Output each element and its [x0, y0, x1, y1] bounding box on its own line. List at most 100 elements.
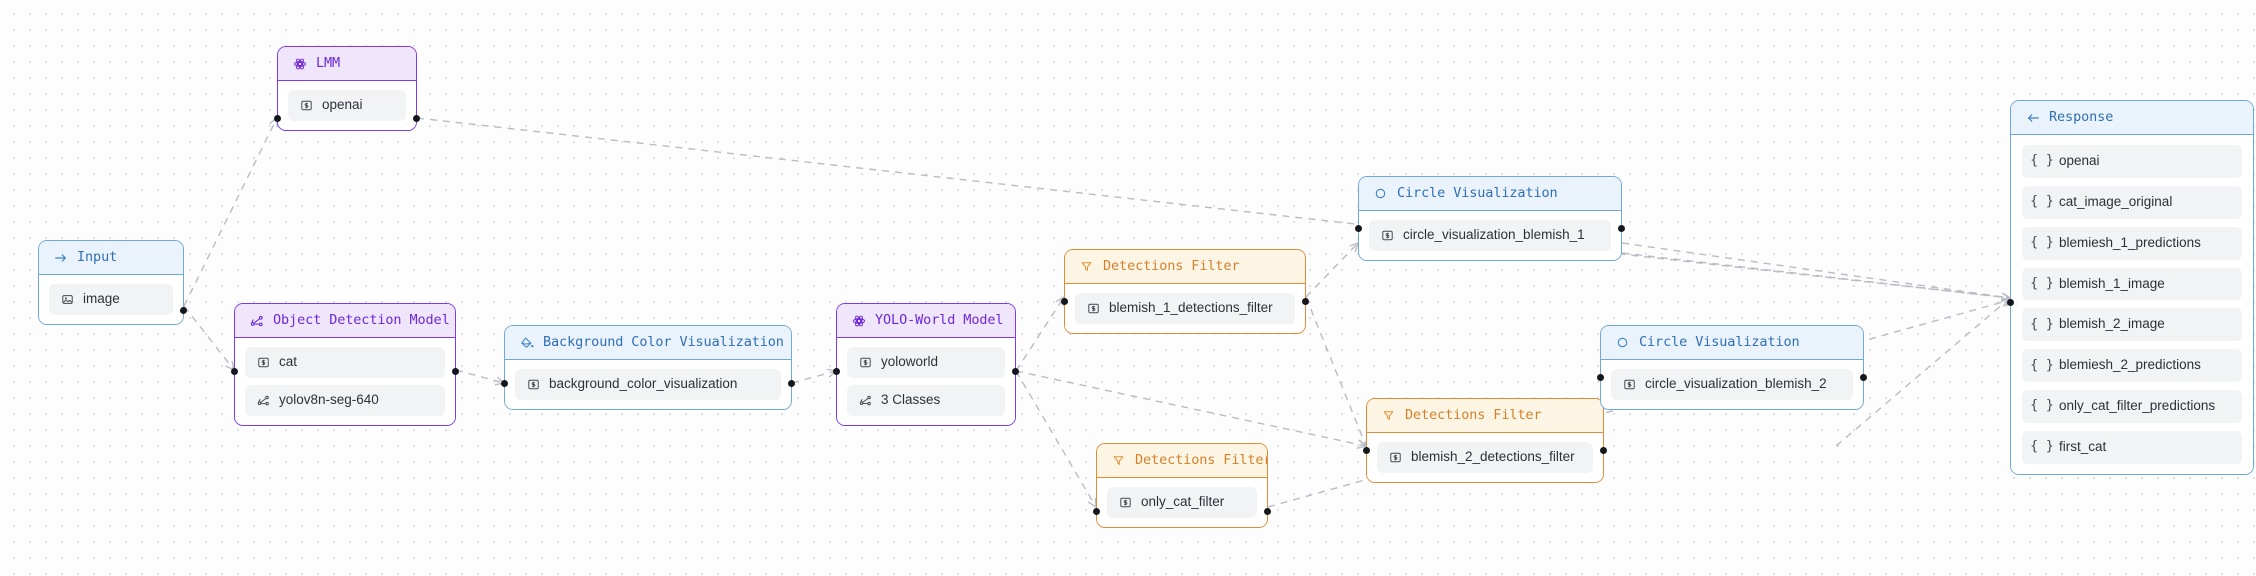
- node-cv1-body: circle_visualization_blemish_1: [1359, 211, 1621, 260]
- row-blemish-2-image[interactable]: { } blemish_2_image: [2022, 308, 2242, 342]
- braces-icon: { }: [2030, 316, 2054, 332]
- row-circle-visualization-blemish-2[interactable]: circle_visualization_blemish_2: [1611, 369, 1853, 400]
- node-circle-visualization-1[interactable]: Circle Visualization circle_visualizatio…: [1355, 176, 1625, 261]
- row-background-color-visualization-label: background_color_visualization: [549, 376, 738, 391]
- row-only-cat-filter[interactable]: only_cat_filter: [1107, 487, 1257, 518]
- atom-icon: [292, 56, 307, 71]
- node-cv1-header: Circle Visualization: [1359, 177, 1621, 211]
- port-cv1-out[interactable]: [1618, 225, 1625, 232]
- node-df3-title: Detections Filter: [1135, 451, 1267, 468]
- braces-icon: { }: [2030, 153, 2054, 169]
- edge-filter1-to-circleviz1: [1305, 243, 1358, 298]
- block-icon: [1118, 495, 1132, 509]
- row-yolov8n[interactable]: yolov8n-seg-640: [245, 384, 445, 416]
- node-df3-header: Detections Filter: [1097, 444, 1267, 478]
- port-odm-in[interactable]: [231, 368, 238, 375]
- funnel-icon: [1381, 408, 1396, 423]
- node-lmm-body: openai: [278, 81, 416, 130]
- port-response-in[interactable]: [2007, 299, 2014, 306]
- port-lmm-out[interactable]: [413, 115, 420, 122]
- row-3-classes[interactable]: 3 Classes: [847, 384, 1005, 416]
- row-openai-label: openai: [2059, 153, 2100, 168]
- edge-input-to-lmm: [183, 118, 277, 307]
- block-icon: [1086, 301, 1100, 315]
- row-blemiesh-2-predictions-label: blemiesh_2_predictions: [2059, 357, 2201, 373]
- row-first-cat[interactable]: { } first_cat: [2022, 430, 2242, 464]
- circle-icon: [1373, 186, 1388, 201]
- row-cat-label: cat: [279, 354, 298, 369]
- paint-bucket-icon: [519, 335, 534, 350]
- edge-filter1-to-filter2: [1305, 296, 1366, 446]
- port-df2-in[interactable]: [1363, 447, 1370, 454]
- node-cv2-body: circle_visualization_blemish_2: [1601, 360, 1863, 409]
- port-cv2-out[interactable]: [1860, 374, 1867, 381]
- block-icon: [299, 98, 313, 112]
- node-lmm-header: LMM: [278, 47, 416, 81]
- row-cat-image-original-label: cat_image_original: [2059, 193, 2173, 209]
- node-response-header: Response: [2011, 101, 2253, 135]
- atom-icon: [851, 313, 866, 328]
- arrow-right-icon: [53, 250, 68, 265]
- row-image[interactable]: image: [49, 284, 173, 315]
- port-df2-out[interactable]: [1600, 447, 1607, 454]
- row-only-cat-filter-predictions[interactable]: { } only_cat_filter_predictions: [2022, 390, 2242, 423]
- node-bgviz-header: Background Color Visualization: [505, 326, 791, 360]
- row-blemish-1-detections-filter-label: blemish_1_detections_filter: [1109, 300, 1273, 315]
- row-circle-visualization-blemish-1[interactable]: circle_visualization_blemish_1: [1369, 220, 1611, 251]
- port-bgviz-out[interactable]: [788, 380, 795, 387]
- row-circle-visualization-blemish-1-label: circle_visualization_blemish_1: [1403, 227, 1585, 242]
- node-object-detection-model[interactable]: Object Detection Model cat yolov8n-seg-6…: [231, 303, 459, 426]
- row-only-cat-filter-predictions-label: only_cat_filter_predictions: [2059, 398, 2216, 414]
- node-detections-filter-3[interactable]: Detections Filter only_cat_filter: [1093, 443, 1271, 528]
- block-icon: [1622, 377, 1636, 391]
- block-icon: [1380, 228, 1394, 242]
- row-blemish-1-detections-filter[interactable]: blemish_1_detections_filter: [1075, 293, 1295, 324]
- node-yolo-body: yoloworld 3 Classes: [837, 338, 1015, 425]
- circle-icon: [1615, 335, 1630, 350]
- row-blemiesh-1-predictions-label: blemiesh_1_predictions: [2059, 234, 2201, 250]
- port-input-out[interactable]: [180, 307, 187, 314]
- node-lmm[interactable]: LMM openai: [274, 46, 420, 131]
- port-cv2-in[interactable]: [1597, 374, 1604, 381]
- port-yolo-in[interactable]: [833, 368, 840, 375]
- node-odm-header: Object Detection Model: [235, 304, 455, 338]
- node-cv2-title: Circle Visualization: [1639, 333, 1800, 350]
- row-openai[interactable]: { } openai: [2022, 145, 2242, 178]
- node-df1-body: blemish_1_detections_filter: [1065, 284, 1305, 333]
- port-df3-out[interactable]: [1264, 508, 1271, 515]
- node-input-header: Input: [39, 241, 183, 275]
- port-yolo-out[interactable]: [1012, 368, 1019, 375]
- port-df3-in[interactable]: [1093, 508, 1100, 515]
- node-df1-title: Detections Filter: [1103, 257, 1240, 274]
- row-cat-image-original[interactable]: { } cat_image_original: [2022, 185, 2242, 219]
- node-circle-visualization-2[interactable]: Circle Visualization circle_visualizatio…: [1597, 325, 1867, 410]
- port-cv1-in[interactable]: [1355, 225, 1362, 232]
- row-blemish-2-detections-filter[interactable]: blemish_2_detections_filter: [1377, 442, 1593, 473]
- node-detections-filter-2[interactable]: Detections Filter blemish_2_detections_f…: [1363, 398, 1607, 483]
- row-background-color-visualization[interactable]: background_color_visualization: [515, 369, 781, 400]
- node-response[interactable]: Response { } openai { } cat_image_origin…: [2007, 100, 2254, 475]
- funnel-icon: [1111, 453, 1126, 468]
- port-df1-in[interactable]: [1061, 298, 1068, 305]
- edge-yolo-to-filter3: [1015, 370, 1096, 507]
- node-input-title: Input: [77, 248, 118, 265]
- row-cat[interactable]: cat: [245, 347, 445, 378]
- row-blemiesh-1-predictions[interactable]: { } blemiesh_1_predictions: [2022, 226, 2242, 260]
- row-openai[interactable]: openai: [288, 90, 406, 121]
- node-background-color-visualization[interactable]: Background Color Visualization backgroun…: [501, 325, 795, 410]
- port-df1-out[interactable]: [1302, 298, 1309, 305]
- port-odm-out[interactable]: [452, 368, 459, 375]
- port-lmm-in[interactable]: [274, 115, 281, 122]
- node-df2-title: Detections Filter: [1405, 406, 1542, 423]
- node-input[interactable]: Input image: [38, 240, 187, 325]
- row-blemish-1-image[interactable]: { } blemish_1_image: [2022, 267, 2242, 301]
- row-yoloworld-label: yoloworld: [881, 354, 939, 369]
- port-bgviz-in[interactable]: [501, 380, 508, 387]
- node-detections-filter-1[interactable]: Detections Filter blemish_1_detections_f…: [1061, 249, 1309, 334]
- row-blemiesh-2-predictions[interactable]: { } blemiesh_2_predictions: [2022, 349, 2242, 383]
- image-icon: [60, 292, 74, 306]
- braces-icon: { }: [2030, 357, 2054, 373]
- node-yolo-world-model[interactable]: YOLO-World Model yoloworld 3 Classes: [833, 303, 1019, 426]
- row-yoloworld[interactable]: yoloworld: [847, 347, 1005, 378]
